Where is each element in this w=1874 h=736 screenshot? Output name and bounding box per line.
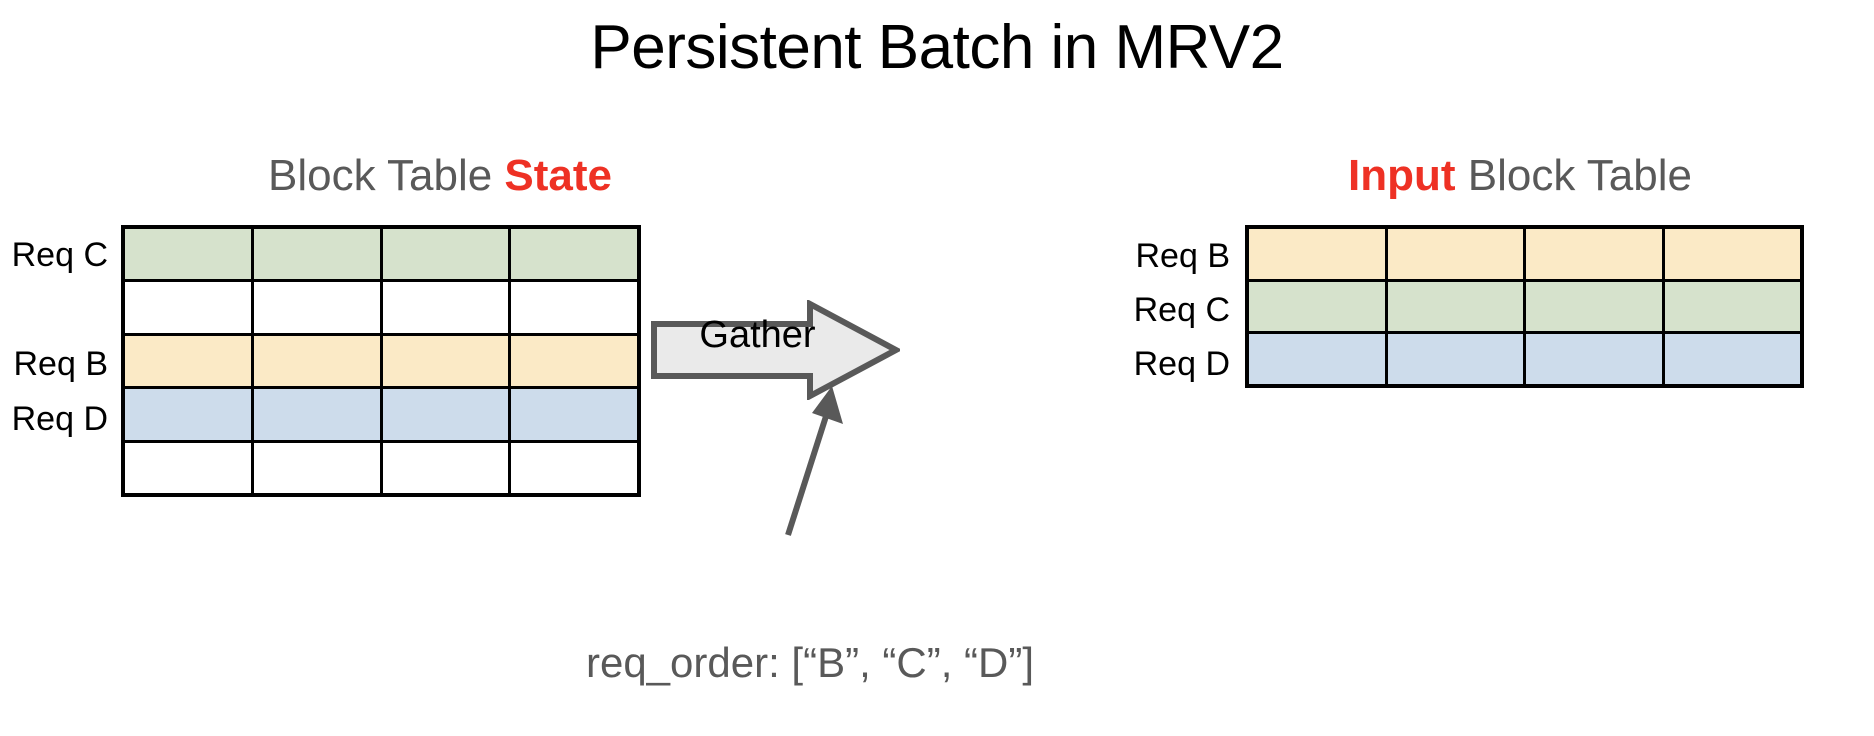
table-cell <box>511 389 637 440</box>
right-row-label-req-b: Req B <box>1135 237 1231 275</box>
block-table-state-grid <box>121 225 641 497</box>
table-cell <box>253 442 380 493</box>
arrow-up-icon <box>785 386 843 536</box>
table-cell <box>1526 281 1662 332</box>
table-cell <box>382 389 509 440</box>
table-cell <box>253 389 380 440</box>
left-panel-heading: Block Table State <box>130 151 750 200</box>
right-panel-heading: Input Block Table <box>1210 151 1830 200</box>
input-block-table-grid <box>1245 225 1804 388</box>
table-cell <box>125 229 251 280</box>
table-cell <box>1526 334 1662 384</box>
table-cell <box>382 442 509 493</box>
table-cell <box>511 282 637 333</box>
table-cell <box>511 442 637 493</box>
table-cell <box>1664 334 1800 384</box>
table-cell <box>511 335 637 387</box>
table-cell <box>125 335 251 387</box>
right-heading-suffix: Block Table <box>1455 151 1692 200</box>
right-row-label-req-c: Req C <box>1133 291 1230 329</box>
right-heading-accent: Input <box>1348 151 1456 200</box>
table-cell <box>253 229 380 280</box>
left-row-label-req-b: Req B <box>13 345 109 383</box>
req-order-caption: req_order: [“B”, “C”, “D”] <box>585 639 1035 686</box>
table-cell <box>1387 229 1523 279</box>
table-cell <box>125 442 251 493</box>
table-cell <box>1249 229 1385 279</box>
table-cell <box>125 389 251 440</box>
page-title: Persistent Batch in MRV2 <box>590 13 1284 82</box>
table-cell <box>125 282 251 333</box>
left-row-label-req-d: Req D <box>11 400 108 438</box>
table-cell <box>382 229 509 280</box>
table-cell <box>382 282 509 333</box>
right-row-label-req-d: Req D <box>1133 345 1230 383</box>
table-cell <box>253 282 380 333</box>
left-row-label-req-c: Req C <box>11 236 108 274</box>
table-cell <box>382 335 509 387</box>
table-cell <box>1387 334 1523 384</box>
table-cell <box>1249 281 1385 332</box>
table-cell <box>1249 334 1385 384</box>
left-heading-accent: State <box>504 151 613 200</box>
table-cell <box>1664 229 1800 279</box>
block-arrow-right-icon <box>651 300 900 400</box>
table-cell <box>1387 281 1523 332</box>
left-heading-prefix: Block Table <box>267 151 505 200</box>
table-cell <box>1664 281 1800 332</box>
table-cell <box>253 335 380 387</box>
table-cell <box>1526 229 1662 279</box>
table-cell <box>511 229 637 280</box>
